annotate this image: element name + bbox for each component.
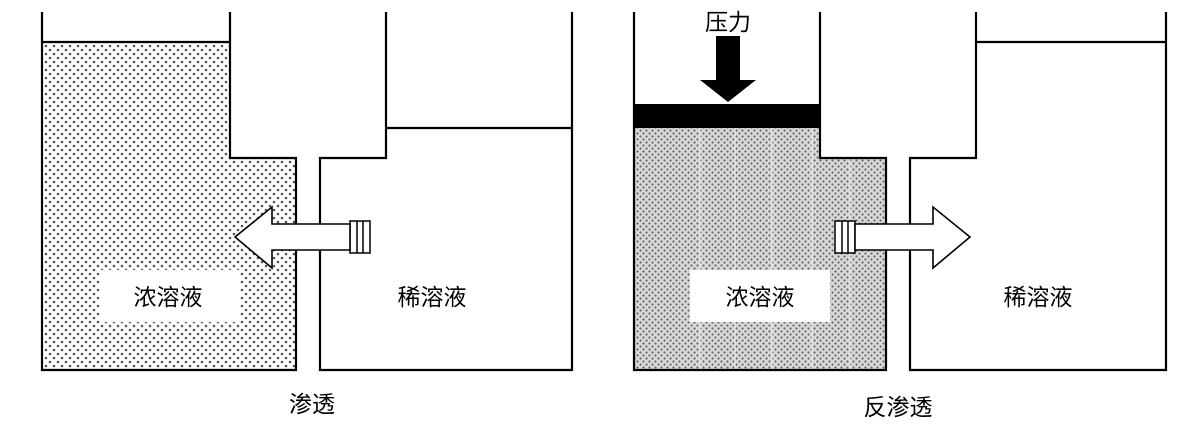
osmosis-caption: 渗透: [289, 392, 335, 418]
pressure-arrow-icon: [700, 36, 756, 102]
dilute-label: 稀溶液: [398, 285, 467, 311]
right-container-wall: [318, 12, 574, 372]
concentrated-label-bg: [100, 270, 240, 322]
ro-concentrated-label: 浓溶液: [726, 285, 795, 311]
left-flow-arrow-icon: [233, 205, 351, 270]
ro-solution-streaks: [699, 128, 851, 370]
right-flow-arrow-icon: [854, 205, 972, 270]
ro-membrane-icon: [834, 220, 856, 254]
dilute-solution-fill: [320, 128, 572, 370]
concentrated-label: 浓溶液: [134, 285, 203, 311]
reverse-osmosis-caption: 反渗透: [864, 395, 933, 421]
membrane-icon: [349, 220, 371, 254]
ro-right-container-wall: [908, 12, 1168, 372]
osmosis-panel: 浓溶液 稀溶液 渗透: [40, 12, 574, 418]
ro-dilute-label: 稀溶液: [1004, 285, 1073, 311]
pressure-label: 压力: [705, 10, 751, 36]
ro-left-container-wall: [632, 12, 888, 372]
piston: [634, 104, 820, 128]
reverse-osmosis-panel: 压力 浓溶液 稀溶液 反渗透: [632, 4, 1168, 421]
ro-concentrated-label-bg: [690, 270, 830, 322]
left-container-wall: [40, 12, 298, 372]
pressure-label-bg: [700, 4, 756, 36]
